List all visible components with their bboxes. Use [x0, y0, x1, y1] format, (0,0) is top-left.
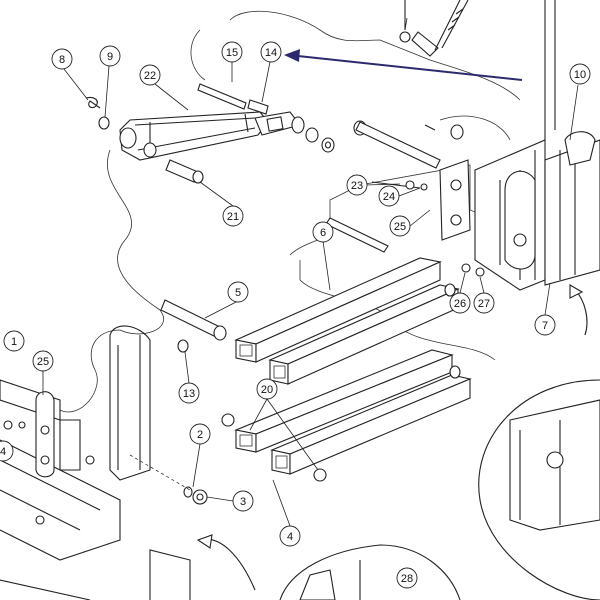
callout-25-left[interactable]: 25: [32, 350, 54, 372]
callout-label: 7: [542, 320, 548, 332]
left-frame: [0, 325, 151, 600]
callout-label: 24: [383, 191, 395, 203]
rod-end-hardware: [305, 120, 367, 153]
callout-label: 13: [183, 388, 195, 400]
main-shaft: [355, 121, 441, 169]
pin-5: [160, 299, 223, 339]
callout-21[interactable]: 21: [222, 205, 244, 227]
callout-label: 6: [320, 227, 326, 239]
callout-13[interactable]: 13: [178, 382, 200, 404]
callout-label: 22: [144, 70, 156, 82]
callout-27[interactable]: 27: [473, 292, 495, 314]
callout-label: 5: [235, 287, 241, 299]
callout-label: 3: [240, 496, 246, 508]
view-arrow-right: [574, 289, 588, 336]
callout-label: 4: [287, 531, 293, 543]
long-pin: [325, 217, 389, 253]
callout-8[interactable]: 8: [51, 48, 73, 70]
callout-label: 10: [574, 69, 586, 81]
callout-14[interactable]: 14: [260, 41, 282, 63]
callout-2[interactable]: 2: [189, 423, 211, 445]
callout-label: 25: [37, 356, 49, 368]
callout-6[interactable]: 6: [312, 221, 334, 243]
callout-label: 25: [394, 221, 406, 233]
callout-24[interactable]: 24: [378, 185, 400, 207]
callout-3[interactable]: 3: [232, 490, 254, 512]
callouts: 1 2 3 4 4 5 6 7 8 9 10 13 14 15 20 21 22…: [0, 41, 591, 589]
callout-label: 2: [197, 429, 203, 441]
callout-15[interactable]: 15: [221, 41, 243, 63]
detail-circle-bottom: [279, 544, 461, 600]
callout-4[interactable]: 4: [279, 525, 301, 547]
top-bolt: [411, 31, 439, 57]
bushing-13: [177, 339, 189, 353]
callout-22[interactable]: 22: [139, 64, 161, 86]
callout-label: 9: [107, 51, 113, 63]
callout-label: 28: [401, 573, 413, 585]
callout-9[interactable]: 9: [99, 45, 121, 67]
mount-plate: [371, 159, 471, 241]
hitch-bracket-assembly: [474, 0, 600, 291]
hydraulic-cylinder-assembly: [119, 111, 305, 161]
callout-label: 14: [265, 47, 277, 59]
callout-4-left[interactable]: 4: [0, 440, 14, 462]
callout-28[interactable]: 28: [396, 567, 418, 589]
callout-label: 21: [227, 211, 239, 223]
washer-2: [183, 486, 193, 498]
callout-label: 26: [454, 298, 466, 310]
nut-27: [475, 267, 485, 277]
callout-23[interactable]: 23: [346, 174, 368, 196]
leader-lines: [42, 17, 579, 527]
callout-label: 8: [59, 54, 65, 66]
washer-9: [98, 116, 110, 130]
callout-25[interactable]: 25: [389, 215, 411, 237]
detail-circle-right: [478, 379, 600, 600]
callout-label: 27: [478, 298, 490, 310]
callout-label: 23: [351, 180, 363, 192]
callout-label: 4: [0, 446, 6, 458]
callout-20[interactable]: 20: [256, 378, 278, 400]
cotter-pin-8: [85, 96, 101, 109]
upper-tube-pair: [234, 257, 460, 385]
callout-label: 1: [11, 336, 17, 348]
pin-14: [247, 99, 269, 115]
callout-10[interactable]: 10: [569, 63, 591, 85]
bushing-21: [165, 159, 199, 183]
callout-26[interactable]: 26: [449, 292, 471, 314]
washer-26: [461, 263, 471, 273]
callout-label: 20: [261, 384, 273, 396]
callout-label: 15: [226, 47, 238, 59]
highlight-arrow: [284, 49, 523, 81]
callout-1[interactable]: 1: [3, 330, 25, 352]
lower-tube-pair: [221, 349, 472, 482]
pin-15: [197, 83, 247, 110]
detail-right-contents: [509, 399, 600, 531]
callout-5[interactable]: 5: [227, 281, 249, 303]
callout-7[interactable]: 7: [534, 314, 556, 336]
